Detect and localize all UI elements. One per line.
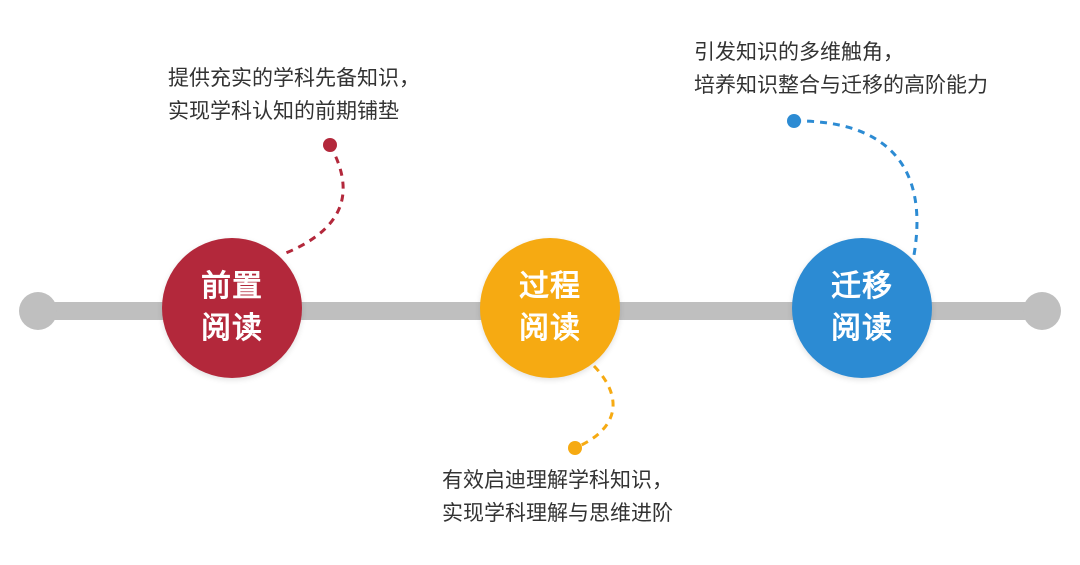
caption-post-line2: 培养知识整合与迁移的高阶能力 bbox=[694, 73, 988, 97]
stage-post-title-line2: 阅读 bbox=[831, 311, 893, 346]
stage-during-title-line1: 过程 bbox=[519, 269, 581, 304]
stage-during-title-line2: 阅读 bbox=[519, 311, 581, 346]
caption-post-line1: 引发知识的多维触角， bbox=[694, 40, 904, 64]
connector-during bbox=[574, 364, 615, 450]
connector-dot-pre bbox=[323, 138, 337, 152]
caption-post: 引发知识的多维触角， 培养知识整合与迁移的高阶能力 bbox=[694, 36, 988, 102]
stage-pre-title-line1: 前置 bbox=[201, 269, 263, 304]
stage-pre-circle: 前置 阅读 bbox=[162, 238, 302, 378]
stage-post-circle: 迁移 阅读 bbox=[792, 238, 932, 378]
caption-during-line1: 有效启迪理解学科知识， bbox=[442, 468, 673, 492]
timeline-start-dot bbox=[19, 292, 57, 330]
stage-post-title-line1: 迁移 bbox=[831, 269, 893, 304]
caption-pre-line2: 实现学科认知的前期铺垫 bbox=[168, 99, 399, 123]
caption-pre-line1: 提供充实的学科先备知识， bbox=[168, 66, 420, 90]
stage-during-circle: 过程 阅读 bbox=[480, 238, 620, 378]
caption-pre: 提供充实的学科先备知识， 实现学科认知的前期铺垫 bbox=[168, 62, 420, 128]
connector-post bbox=[793, 119, 919, 256]
stage-pre-title-line2: 阅读 bbox=[201, 311, 263, 346]
connector-dot-during bbox=[568, 441, 582, 455]
caption-during: 有效启迪理解学科知识， 实现学科理解与思维进阶 bbox=[442, 464, 673, 530]
connector-dot-post bbox=[787, 114, 801, 128]
connector-pre bbox=[285, 144, 345, 255]
timeline-end-dot bbox=[1023, 292, 1061, 330]
caption-during-line2: 实现学科理解与思维进阶 bbox=[442, 501, 673, 525]
